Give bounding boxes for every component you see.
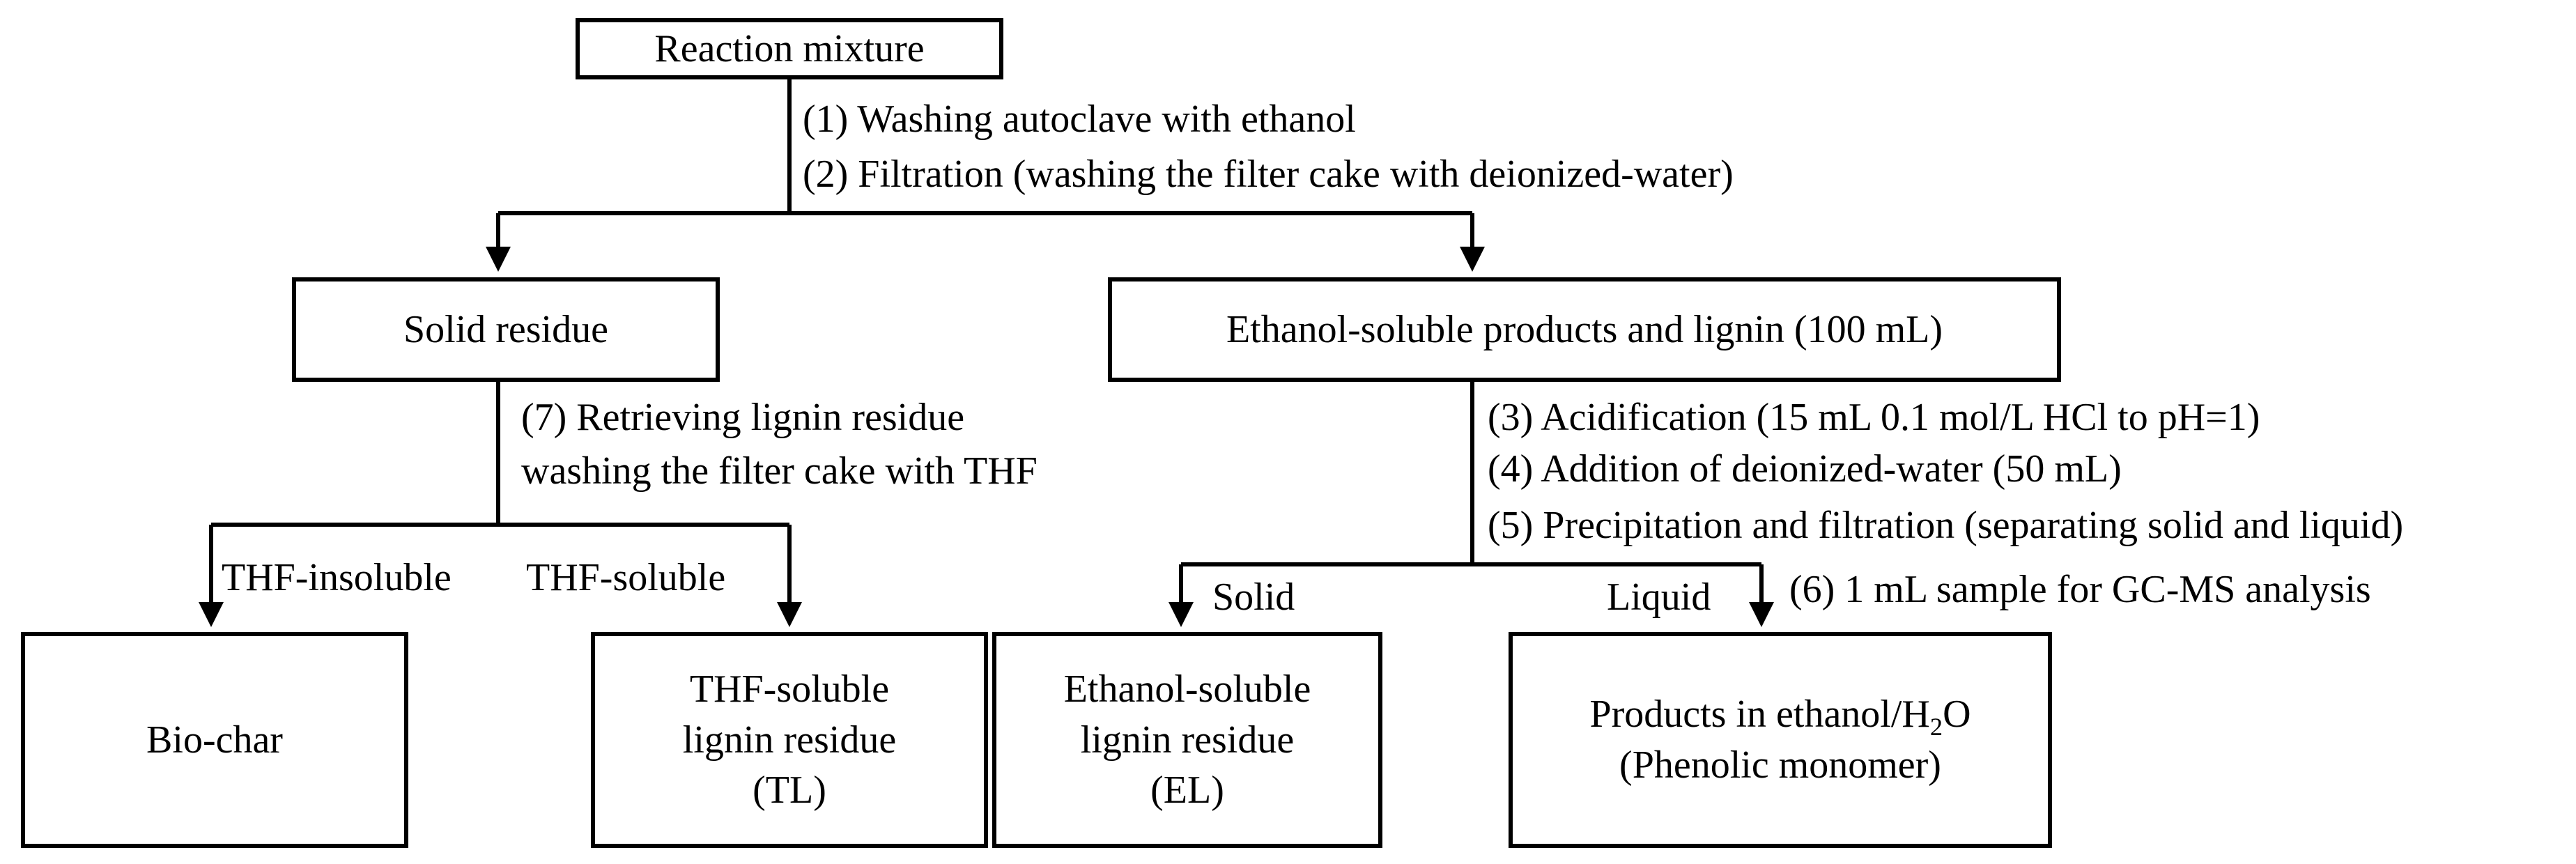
bio-char-box: Bio-char: [21, 632, 408, 848]
ethanol-soluble-residue-line-3: (EL): [1150, 769, 1224, 812]
step-3-label: (3) Acidification (15 mL 0.1 mol/L HCl t…: [1488, 396, 2260, 439]
ethanol-soluble-box: Ethanol-soluble products and lignin (100…: [1108, 277, 2061, 382]
liquid-label: Liquid: [1607, 576, 1711, 619]
products-box: Products in ethanol/H2O (Phenolic monome…: [1509, 632, 2052, 848]
thf-insoluble-label: THF-insoluble: [222, 556, 452, 599]
products-line-1: Products in ethanol/H2O: [1589, 693, 1971, 741]
reaction-mixture-label: Reaction mixture: [654, 26, 925, 70]
ethanol-soluble-residue-line-1: Ethanol-soluble: [1063, 667, 1311, 711]
step-5-label: (5) Precipitation and filtration (separa…: [1488, 504, 2404, 547]
thf-soluble-residue-box: THF-soluble lignin residue (TL): [591, 632, 988, 848]
reaction-mixture-box: Reaction mixture: [576, 18, 1003, 79]
thf-soluble-residue-line-2: lignin residue: [682, 718, 897, 762]
products-line-2: (Phenolic monomer): [1619, 743, 1941, 787]
solid-residue-label: Solid residue: [403, 307, 608, 351]
thf-soluble-label: THF-soluble: [526, 556, 726, 599]
thf-soluble-residue-line-3: (TL): [753, 769, 826, 812]
step-7-label-line-2: washing the filter cake with THF: [521, 449, 1038, 493]
step-2-label: (2) Filtration (washing the filter cake …: [803, 153, 1734, 196]
thf-soluble-residue-line-1: THF-soluble: [689, 667, 890, 711]
step-6-label: (6) 1 mL sample for GC-MS analysis: [1789, 568, 2371, 611]
solid-label: Solid: [1212, 576, 1295, 619]
step-4-label: (4) Addition of deionized-water (50 mL): [1488, 447, 2122, 491]
step-7-label-line-1: (7) Retrieving lignin residue: [521, 396, 965, 439]
bio-char-label: Bio-char: [146, 718, 283, 762]
ethanol-soluble-residue-line-2: lignin residue: [1080, 718, 1295, 762]
solid-residue-box: Solid residue: [292, 277, 720, 382]
ethanol-soluble-label: Ethanol-soluble products and lignin (100…: [1226, 307, 1943, 351]
ethanol-soluble-residue-box: Ethanol-soluble lignin residue (EL): [992, 632, 1382, 848]
step-1-label: (1) Washing autoclave with ethanol: [803, 98, 1356, 141]
